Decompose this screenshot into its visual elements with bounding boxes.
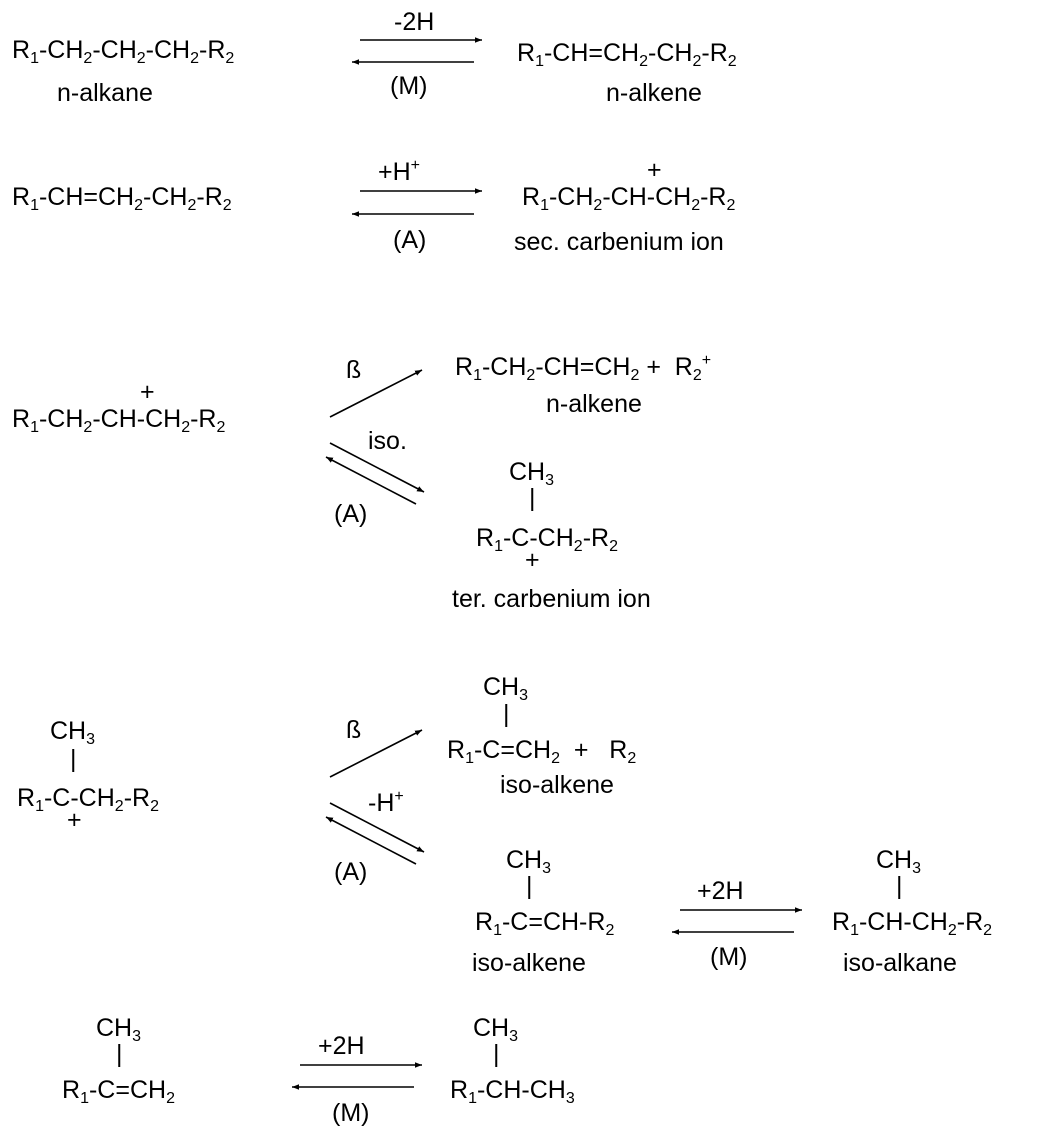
r4-beta-product-branch: CH3: [483, 673, 529, 704]
r4-reactant-bond: |: [70, 745, 77, 773]
r4-deprot-condition-top: -H+: [368, 788, 404, 818]
r4-deprot-product: R1-C=CH-R2: [475, 908, 615, 939]
r1-product: R1-CH=CH2-CH2-R2: [517, 39, 737, 70]
r4-deprot-product-label: iso-alkene: [472, 949, 586, 977]
r3-beta-label: ß: [346, 356, 362, 384]
r5-arrow-condition-top: +2H: [318, 1032, 365, 1060]
r4-hydro-product-bond: |: [896, 872, 903, 900]
r4-hydro-condition-top: +2H: [697, 877, 744, 905]
r2-product-label: sec. carbenium ion: [514, 228, 724, 256]
r1-arrow-condition-bottom: (M): [390, 72, 428, 100]
r4-hydro-product-branch: CH3: [876, 846, 922, 877]
r2-arrow-condition-bottom: (A): [393, 226, 427, 254]
r3-reactant-charge: +: [140, 378, 155, 406]
r3-beta-arrow: [329, 369, 423, 418]
r4-hydro-product: R1-CH-CH2-R2: [832, 908, 993, 939]
r2-product-charge: +: [647, 156, 662, 184]
r3-iso-product-charge: +: [525, 546, 540, 574]
r4-beta-label: ß: [346, 716, 362, 744]
r1-reactant: R1-CH2-CH2-CH2-R2: [12, 36, 235, 67]
r4-deprot-condition-bottom: (A): [334, 858, 368, 886]
r5-reactant-bond: |: [116, 1040, 123, 1068]
r5-arrow-condition-bottom: (M): [332, 1099, 370, 1127]
r3-reactant: R1-CH2-CH-CH2-R2: [12, 405, 226, 436]
r3-iso-product-branch: CH3: [509, 458, 555, 489]
r4-beta-arrow: [329, 729, 423, 778]
r3-beta-product: R1-CH2-CH=CH2 + R2+: [455, 352, 712, 384]
r4-beta-product-bond: |: [503, 700, 510, 728]
r4-reactant: R1-C-CH2-R2: [17, 784, 159, 815]
r1-reactant-label: n-alkane: [57, 79, 153, 107]
r1-arrow-condition-top: -2H: [394, 8, 435, 36]
r2-arrow-condition-top: +H+: [378, 157, 420, 187]
r5-product-bond: |: [493, 1040, 500, 1068]
r5-product: R1-CH-CH3: [450, 1076, 575, 1107]
r3-iso-label: iso.: [368, 427, 407, 455]
r5-product-branch: CH3: [473, 1014, 519, 1045]
r3-beta-product-label: n-alkene: [546, 390, 642, 418]
r3-iso-product-label: ter. carbenium ion: [452, 585, 651, 613]
r1-product-label: n-alkene: [606, 79, 702, 107]
r3-iso-forward-arrow: [329, 442, 425, 493]
r4-hydro-condition-bottom: (M): [710, 943, 748, 971]
r4-deprot-forward-arrow: [329, 802, 425, 853]
r3-iso-condition-bottom: (A): [334, 500, 368, 528]
r3-iso-product-bond: |: [529, 484, 536, 512]
r4-deprot-product-bond: |: [526, 872, 533, 900]
r5-reactant: R1-C=CH2: [62, 1076, 175, 1107]
r3-iso-product: R1-C-CH2-R2: [476, 524, 618, 555]
r4-deprot-product-branch: CH3: [506, 846, 552, 877]
r2-reactant: R1-CH=CH2-CH2-R2: [12, 183, 232, 214]
r4-deprot-reverse-arrow: [325, 816, 417, 865]
r2-product: R1-CH2-CH-CH2-R2: [522, 183, 736, 214]
r5-reactant-branch: CH3: [96, 1014, 142, 1045]
r3-iso-reverse-arrow: [325, 456, 417, 505]
r4-hydro-product-label: iso-alkane: [843, 949, 957, 977]
r4-reactant-charge: +: [67, 806, 82, 834]
r4-reactant-branch: CH3: [50, 717, 96, 748]
r4-beta-product-label: iso-alkene: [500, 771, 614, 799]
r4-beta-product: R1-C=CH2 + R2: [447, 736, 637, 767]
